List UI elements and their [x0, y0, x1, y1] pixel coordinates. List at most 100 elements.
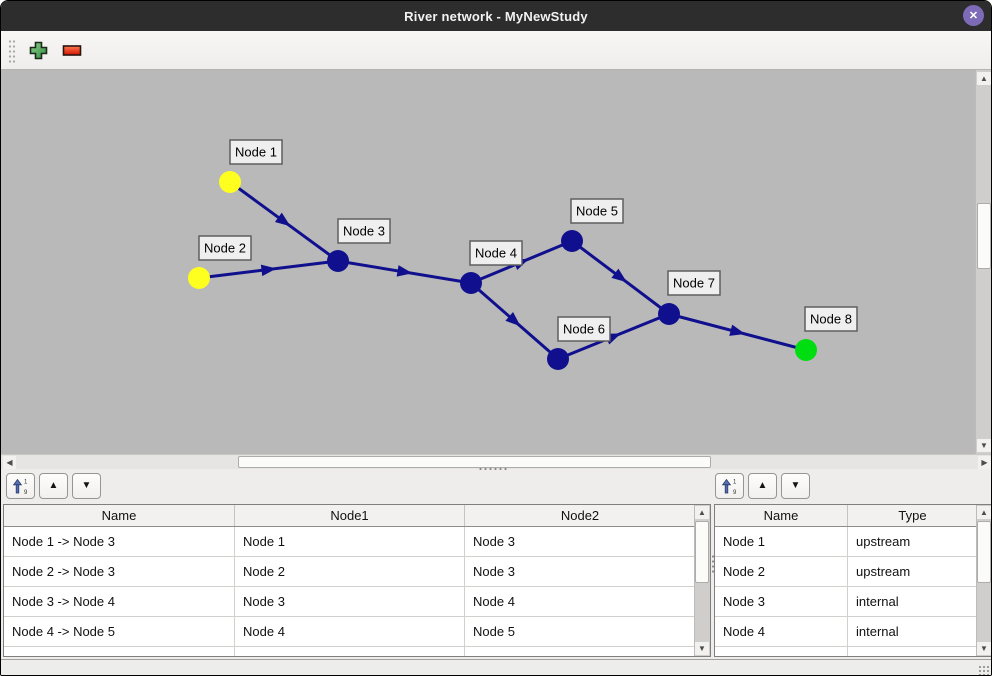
graph-node[interactable] [658, 303, 680, 325]
node-label-box[interactable] [469, 240, 523, 266]
table-cell[interactable]: Node 2 [715, 557, 848, 586]
edge-arrow-icon [611, 268, 627, 283]
close-button[interactable]: ✕ [963, 5, 984, 26]
scroll-down-icon[interactable]: ▼ [977, 439, 991, 452]
scroll-right-icon[interactable]: ▶ [978, 456, 991, 469]
vertical-splitter[interactable] [711, 469, 714, 657]
graph-node[interactable] [547, 348, 569, 370]
nodes-move-down-button[interactable]: ▼ [781, 473, 810, 499]
scroll-up-icon[interactable]: ▲ [977, 72, 991, 85]
table-cell[interactable]: Node 3 [715, 587, 848, 616]
links-table-scrollbar[interactable]: ▲ ▼ [694, 505, 710, 656]
graph-node[interactable] [188, 267, 210, 289]
table-cell[interactable]: Node 4 [465, 587, 696, 616]
svg-text:1: 1 [24, 479, 28, 485]
table-cell[interactable] [848, 647, 978, 656]
table-cell[interactable]: Node 1 [235, 527, 465, 556]
graph-node[interactable] [327, 250, 349, 272]
node-label-box[interactable] [667, 270, 721, 296]
horizontal-splitter-handle[interactable] [478, 467, 508, 471]
table-cell[interactable]: Node 2 [235, 557, 465, 586]
table-cell[interactable]: Node 5 [465, 617, 696, 646]
column-header[interactable]: Node1 [235, 505, 465, 526]
table-cell[interactable]: Node 3 [465, 527, 696, 556]
table-cell[interactable] [235, 647, 465, 656]
canvas-vertical-scrollbar[interactable]: ▲ ▼ [975, 70, 991, 454]
column-header[interactable]: Type [848, 505, 978, 526]
node-label: Node 2 [204, 241, 246, 256]
scroll-up-icon[interactable]: ▲ [695, 506, 709, 519]
table-cell[interactable]: Node 4 -> Node 5 [4, 617, 235, 646]
links-sort-button[interactable]: 1 9 [6, 473, 35, 499]
links-scroll-thumb[interactable] [695, 521, 709, 583]
main-toolbar [1, 31, 991, 70]
table-cell[interactable] [4, 647, 235, 656]
table-cell[interactable]: internal [848, 587, 978, 616]
node-label-box[interactable] [804, 306, 858, 332]
table-cell[interactable]: Node 1 [715, 527, 848, 556]
scroll-up-icon[interactable]: ▲ [977, 506, 991, 519]
down-triangle-icon: ▼ [81, 480, 92, 491]
table-cell[interactable]: Node 4 [715, 617, 848, 646]
nodes-sort-button[interactable]: 1 9 [715, 473, 744, 499]
table-cell[interactable]: Node 3 [235, 587, 465, 616]
table-cell[interactable]: Node 2 -> Node 3 [4, 557, 235, 586]
scroll-down-icon[interactable]: ▼ [977, 642, 991, 655]
links-move-down-button[interactable]: ▼ [72, 473, 101, 499]
node-label-box[interactable] [337, 218, 391, 244]
node-label-box[interactable] [570, 198, 624, 224]
remove-node-button[interactable] [62, 44, 82, 57]
table-cell[interactable]: Node 3 -> Node 4 [4, 587, 235, 616]
canvas-vscroll-thumb[interactable] [977, 203, 991, 269]
table-cell[interactable] [465, 647, 696, 656]
table-cell[interactable]: Node 1 -> Node 3 [4, 527, 235, 556]
edge-arrow-icon [396, 265, 413, 277]
table-cell[interactable]: Node 3 [465, 557, 696, 586]
node-label-box[interactable] [198, 235, 252, 261]
table-cell[interactable]: upstream [848, 527, 978, 556]
column-header[interactable]: Name [715, 505, 848, 526]
window-resize-grip[interactable] [978, 665, 990, 675]
scroll-down-icon[interactable]: ▼ [695, 642, 709, 655]
nodes-scroll-thumb[interactable] [977, 521, 991, 583]
close-icon: ✕ [968, 10, 979, 22]
node-label-box[interactable] [229, 139, 283, 165]
table-cell[interactable] [715, 647, 848, 656]
toolbar-grip-handle[interactable] [7, 37, 15, 63]
graph-node[interactable] [460, 272, 482, 294]
scroll-left-icon[interactable]: ◀ [3, 456, 16, 469]
table-row[interactable] [4, 647, 710, 656]
graph-node[interactable] [795, 339, 817, 361]
canvas-horizontal-scrollbar[interactable]: ◀ ▶ [1, 454, 991, 469]
table-cell[interactable]: Node 4 [235, 617, 465, 646]
nodes-table-scrollbar[interactable]: ▲ ▼ [976, 505, 991, 656]
table-cell[interactable]: internal [848, 617, 978, 646]
nodes-move-up-button[interactable]: ▲ [748, 473, 777, 499]
graph-node[interactable] [561, 230, 583, 252]
table-cell[interactable]: upstream [848, 557, 978, 586]
column-header[interactable]: Node2 [465, 505, 696, 526]
canvas-hscroll-thumb[interactable] [238, 456, 711, 468]
graph-node[interactable] [219, 171, 241, 193]
column-header[interactable]: Name [4, 505, 235, 526]
links-move-up-button[interactable]: ▲ [39, 473, 68, 499]
add-node-button[interactable] [29, 41, 48, 60]
node-label: Node 6 [563, 322, 605, 337]
node-label: Node 3 [343, 224, 385, 239]
node-label: Node 7 [673, 276, 715, 291]
table-row[interactable] [715, 647, 991, 656]
node-label-box[interactable] [557, 316, 611, 342]
